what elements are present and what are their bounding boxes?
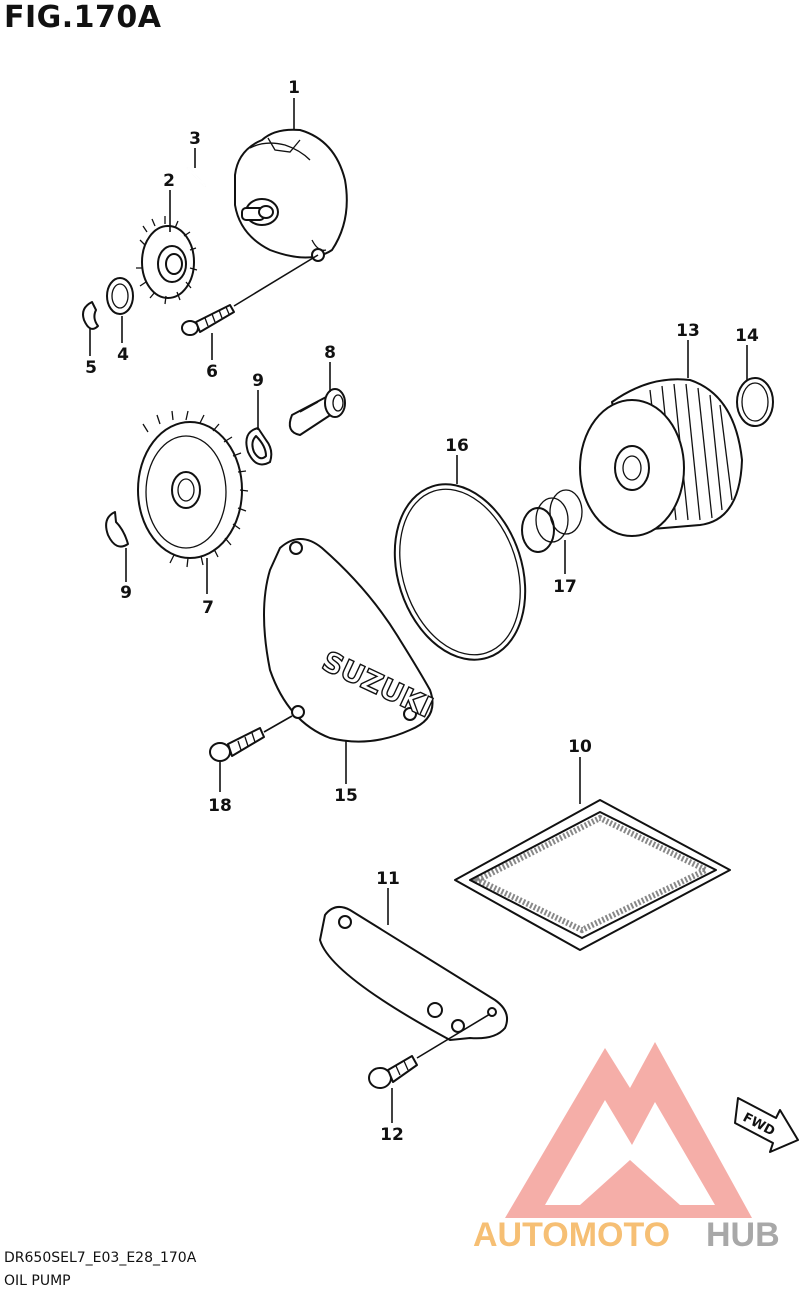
callout-16: 16 [445, 436, 469, 456]
part-9-circlip-upper [245, 427, 273, 466]
watermark-text-a: AUTOMOTO [473, 1216, 670, 1254]
callout-7: 7 [202, 598, 214, 618]
callout-10: 10 [568, 737, 592, 757]
callout-numbers: 1 2 3 4 5 6 7 8 9 9 10 11 12 13 14 15 16… [85, 78, 759, 1145]
part-7-driven-gear [137, 410, 249, 568]
part-1-pump-body [234, 128, 348, 262]
callout-1: 1 [288, 78, 300, 98]
watermark-logo: AUTOMOTO HUB [473, 1042, 780, 1254]
part-5-circlip [82, 301, 99, 330]
callout-3: 3 [189, 129, 201, 149]
figure-code: DR650SEL7_E03_E28_170A [4, 1250, 197, 1266]
part-10-oil-strainer [454, 799, 731, 951]
part-9-circlip-lower [105, 511, 129, 548]
part-3-pin [186, 166, 207, 188]
callout-18: 18 [208, 796, 232, 816]
part-8-shaft [288, 388, 346, 436]
watermark-text-b: HUB [706, 1216, 780, 1254]
callout-8: 8 [324, 343, 336, 363]
callout-4: 4 [117, 345, 129, 365]
callout-14: 14 [735, 326, 759, 346]
figure-title: FIG.170A [4, 0, 162, 35]
part-18-bolt [209, 715, 293, 762]
callout-9-upper: 9 [252, 371, 264, 391]
part-13-oil-filter [579, 378, 743, 537]
callout-6: 6 [206, 362, 218, 382]
part-17-spring [521, 489, 583, 553]
part-14-o-ring [736, 377, 774, 427]
part-6-screw [181, 254, 319, 336]
part-11-plate [319, 905, 508, 1041]
callout-5: 5 [85, 358, 97, 378]
part-4-washer [106, 277, 134, 315]
callout-11: 11 [376, 869, 400, 889]
callout-17: 17 [553, 577, 577, 597]
part-16-o-ring [393, 483, 527, 661]
callout-13: 13 [676, 321, 700, 341]
callout-9-lower: 9 [120, 583, 132, 603]
figure-name: OIL PUMP [4, 1273, 71, 1289]
part-2-drive-gear [136, 216, 198, 305]
fwd-arrow: FWD [734, 1097, 799, 1153]
callout-2: 2 [163, 171, 175, 191]
leader-lines [89, 98, 748, 1123]
part-12-bolt [368, 1013, 491, 1089]
callout-15: 15 [334, 786, 358, 806]
callout-12: 12 [380, 1125, 404, 1145]
